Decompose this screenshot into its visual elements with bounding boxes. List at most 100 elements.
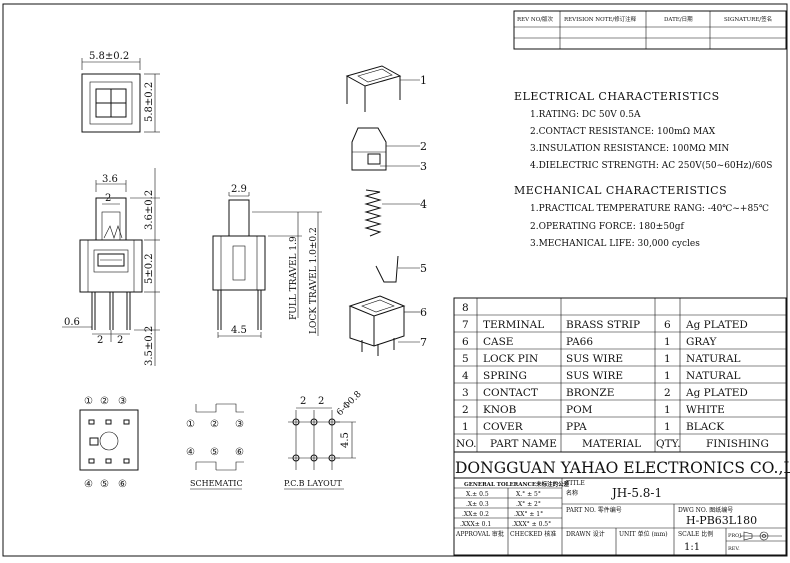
bom-table: 8 7 TERMINAL BRASS STRIP 6 Ag PLATED 6 C… xyxy=(453,297,787,453)
bom-row-2-no: 2 xyxy=(462,404,469,416)
mechanical-item-1: 1.PRACTICAL TEMPERATURE RANG: -40℃~+85℃ xyxy=(530,204,769,214)
bom-row-6-name: CASE xyxy=(483,336,513,348)
title-label-cn: 名称 xyxy=(566,489,578,497)
schematic-caption: SCHEMATIC xyxy=(190,479,243,488)
bom-row-7-no: 7 xyxy=(462,319,469,331)
schematic-pin-4: ④ xyxy=(186,447,195,458)
bom-row-4-no: 4 xyxy=(462,370,469,382)
bom-row-5-material: SUS WIRE xyxy=(566,353,623,365)
part-callout-4: 4 xyxy=(420,198,427,211)
bom-row-1-no: 1 xyxy=(462,421,469,433)
pin-label-3: ③ xyxy=(118,396,127,407)
bom-row-7-name: TERMINAL xyxy=(483,319,544,331)
bom-header-no: NO. xyxy=(456,438,477,450)
part-no-label: PART NO. 零件编号 xyxy=(566,506,622,514)
pin-label-5: ⑤ xyxy=(100,479,109,490)
dwg-no-label: DWG NO. 图纸编号 xyxy=(678,506,733,514)
bom-row-7-material: BRASS STRIP xyxy=(566,319,640,331)
pcb-pitch-1: 2 xyxy=(300,396,306,407)
bom-row-2-finish: WHITE xyxy=(686,404,725,416)
bom-row-4-material: SUS WIRE xyxy=(566,370,623,382)
scale-label: SCALE 比例 xyxy=(678,530,713,538)
rev-no-header: REV NO/版次 xyxy=(517,15,554,23)
dim-top-width: 5.8±0.2 xyxy=(89,51,129,62)
part-callout-7: 7 xyxy=(420,336,427,349)
tol-row-3-angle: .XX° ± 1° xyxy=(514,511,543,518)
schematic-pin-2: ② xyxy=(210,419,219,430)
schematic: ① ② ③ ④ ⑤ ⑥ SCHEMATIC xyxy=(186,403,244,490)
bom-row-3-no: 3 xyxy=(462,387,469,399)
scale-value: 1:1 xyxy=(684,542,700,553)
title-label: TITLE xyxy=(566,480,585,487)
bom-row-5-no: 5 xyxy=(462,353,469,365)
revision-table: REV NO/版次 REVISION NOTE/修订注释 DATE/日期 SIG… xyxy=(513,10,787,50)
schematic-pin-3: ③ xyxy=(235,419,244,430)
bom-row-5-qty: 1 xyxy=(664,353,671,365)
bom-header-material: MATERIAL xyxy=(582,438,641,450)
drawn-label: DRAWN 设计 xyxy=(566,530,605,538)
electrical-item-3: 3.INSULATION RESISTANCE: 100MΩ MIN xyxy=(530,144,729,154)
schematic-pin-1: ① xyxy=(186,419,195,430)
tol-row-3-linear: .XX± 0.2 xyxy=(462,511,489,518)
pcb-pitch-2: 2 xyxy=(318,396,324,407)
bottom-view: ① ② ③ ④ ⑤ ⑥ xyxy=(79,396,139,490)
tol-row-2-linear: .X± 0.3 xyxy=(466,501,489,508)
part-callout-1: 1 xyxy=(420,74,427,87)
tol-row-1-linear: X.± 0.5 xyxy=(466,491,489,498)
full-travel-label: FULL TRAVEL 1.9 xyxy=(289,236,299,320)
part-callout-6: 6 xyxy=(420,306,427,319)
exploded-parts: 1 2 3 4 5 6 7 xyxy=(345,65,427,356)
dim-top-height: 5.8±0.2 xyxy=(144,82,155,122)
dim-pin-thickness: 0.6 xyxy=(64,317,80,328)
bom-row-6-finish: GRAY xyxy=(686,336,717,348)
schematic-pin-5: ⑤ xyxy=(210,447,219,458)
bom-row-2-name: KNOB xyxy=(483,404,517,416)
company-name: DONGGUAN YAHAO ELECTRONICS CO.,LTD. xyxy=(455,459,790,477)
projection-symbol-icon xyxy=(740,531,782,541)
pcb-height: 4.5 xyxy=(340,432,351,448)
mechanical-item-2: 2.OPERATING FORCE: 180±50gf xyxy=(530,222,685,232)
bom-row-3-name: CONTACT xyxy=(483,387,538,399)
mechanical-title: MECHANICAL CHARACTERISTICS xyxy=(514,184,727,197)
bom-row-1-qty: 1 xyxy=(664,421,671,433)
tolerance-title: GENERAL TOLERANCE未标注的公差 xyxy=(464,480,570,488)
lock-travel-label: LOCK TRAVEL 1.0±0.2 xyxy=(309,227,319,334)
bom-row-6-qty: 1 xyxy=(664,336,671,348)
bom-header-finishing: FINISHING xyxy=(706,438,769,450)
date-header: DATE/日期 xyxy=(664,16,693,23)
pin-label-6: ⑥ xyxy=(118,479,127,490)
bom-row-3-finish: Ag PLATED xyxy=(685,387,748,399)
rev-label: REV. xyxy=(728,546,740,552)
pcb-caption: P.C.B LAYOUT xyxy=(284,479,342,488)
bom-row-7-finish: Ag PLATED xyxy=(685,319,748,331)
revision-note-header: REVISION NOTE/修订注释 xyxy=(564,15,637,23)
dim-front-width: 3.6 xyxy=(102,174,118,185)
tol-row-4-angle: .XXX° ± 0.5° xyxy=(512,521,551,528)
bom-row-1-material: PPA xyxy=(566,421,587,433)
side-view: 2.9 4.5 FULL TRAVEL 1.9 LOCK TRAVEL 1.0±… xyxy=(212,184,322,338)
signature-header: SIGNATURE/签名 xyxy=(724,15,772,23)
checked-label: CHECKED 核准 xyxy=(510,530,556,538)
bom-row-5-name: LOCK PIN xyxy=(483,353,538,365)
title-value: JH-5.8-1 xyxy=(610,486,662,500)
bom-row-2-material: POM xyxy=(566,404,593,416)
bom-row-1-finish: BLACK xyxy=(686,421,724,433)
dim-front-mid-h: 5±0.2 xyxy=(144,253,155,284)
sheet-border xyxy=(2,3,788,557)
bom-row-1-name: COVER xyxy=(483,421,524,433)
proj-label: PROJ. xyxy=(728,533,743,539)
dim-front-bottom-h: 3.5±0.2 xyxy=(144,326,155,366)
tol-row-2-angle: .X° ± 2° xyxy=(516,501,541,508)
bom-row-4-qty: 1 xyxy=(664,370,671,382)
dim-front-inner: 2 xyxy=(105,193,111,204)
part-callout-5: 5 xyxy=(420,262,427,275)
dim-pin-pitch-2: 2 xyxy=(117,335,123,346)
bom-row-4-name: SPRING xyxy=(483,370,527,382)
part-callout-2: 2 xyxy=(420,140,427,153)
bom-row-4-finish: NATURAL xyxy=(686,370,741,382)
dwg-no-value: H-PB63L180 xyxy=(686,514,757,527)
bom-header-qty: QTY. xyxy=(656,438,681,450)
schematic-pin-6: ⑥ xyxy=(235,447,244,458)
